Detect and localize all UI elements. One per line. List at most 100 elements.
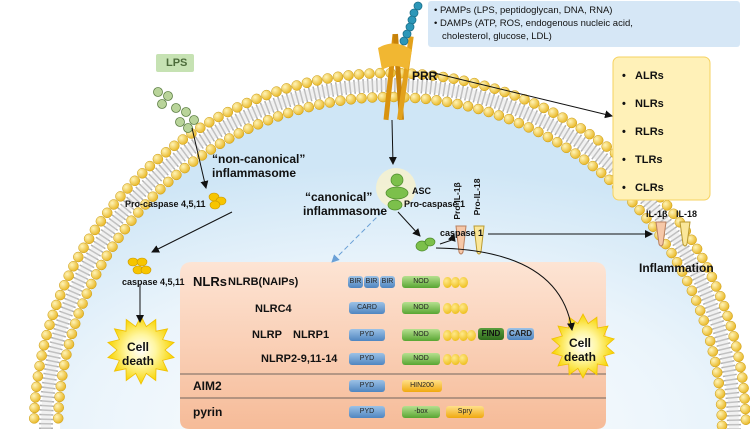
membrane-head: [671, 256, 683, 268]
canonical-label-2: inflammasome: [303, 204, 388, 218]
damps-text-2: cholesterol, glucose, LDL): [442, 31, 552, 42]
membrane-head: [343, 70, 354, 81]
pro-il1b-tube: [455, 225, 467, 255]
membrane-head: [722, 310, 733, 322]
membrane-head: [108, 199, 119, 210]
membrane-head: [437, 71, 449, 83]
membrane-head: [214, 138, 226, 150]
membrane-head: [169, 140, 180, 152]
membrane-head: [140, 199, 151, 210]
membrane-head: [322, 73, 333, 84]
membrane-head: [332, 71, 344, 83]
membrane-head: [513, 117, 525, 129]
membrane-head: [462, 101, 474, 112]
membrane-head: [733, 351, 744, 363]
cell-death-left-1: Cell: [127, 340, 150, 354]
prr-types-box: [612, 56, 711, 201]
membrane-head: [737, 372, 748, 383]
lps-badge: [156, 54, 194, 72]
membrane-head: [83, 233, 95, 245]
nlrb-label: NLRB(NAIPs): [228, 276, 299, 288]
membrane-head: [666, 247, 677, 259]
membrane-head: [716, 409, 727, 421]
membrane-head: [262, 114, 274, 126]
membrane-head: [738, 382, 749, 394]
membrane-head: [144, 160, 156, 172]
membrane-head: [155, 183, 166, 195]
membrane-head: [364, 68, 375, 79]
membrane-head: [86, 278, 97, 290]
il1b-label: IL-1β: [646, 209, 668, 219]
lrr-icon: [459, 277, 468, 288]
membrane-head: [716, 420, 728, 429]
prr-type-tlrs: • TLRs: [622, 154, 663, 166]
membrane-head: [324, 97, 336, 108]
membrane-head: [538, 102, 550, 114]
membrane-head: [53, 402, 64, 413]
domain-hin200: HIN200: [402, 380, 442, 392]
prr-receptor: [378, 33, 414, 121]
membrane-head: [697, 252, 708, 264]
il1b-tube: [655, 221, 667, 247]
membrane-head: [718, 300, 730, 312]
membrane-head: [725, 320, 737, 332]
domain-nod-nlrp1: NOD: [402, 329, 440, 341]
membrane-head: [213, 111, 224, 123]
canonical-label-1: “canonical”: [305, 190, 373, 204]
membrane-head: [89, 224, 101, 236]
membrane-head: [735, 361, 746, 373]
caspase-1-icon: [415, 237, 436, 252]
domain-pyd-pyrin: PYD: [349, 406, 385, 418]
membrane-head: [483, 106, 494, 118]
membrane-head: [293, 104, 304, 116]
membrane-head: [78, 242, 89, 254]
membrane-head: [31, 381, 42, 393]
membrane-head: [291, 80, 302, 91]
membrane-head: [707, 346, 719, 357]
membrane-head: [44, 319, 55, 331]
membrane-head: [301, 77, 313, 89]
membrane-head: [533, 126, 544, 138]
membrane-head: [222, 106, 234, 118]
domain-nod-nlrc4: NOD: [402, 302, 440, 314]
membrane-head: [101, 250, 113, 262]
membrane-head: [681, 275, 693, 287]
membrane-head: [704, 335, 716, 347]
membrane-head: [95, 216, 107, 227]
membrane-head: [47, 309, 59, 321]
membrane-head: [63, 270, 74, 281]
membrane-head: [196, 150, 208, 161]
membrane-head: [523, 122, 534, 133]
membrane-head: [303, 101, 315, 113]
pro-il18-label: Pro-IL-18: [472, 178, 482, 216]
lrr-icon: [451, 277, 460, 288]
membrane-head: [77, 298, 88, 309]
membrane-head: [54, 391, 65, 403]
membrane-head: [701, 262, 713, 273]
membrane-head: [566, 117, 578, 129]
membrane-head: [271, 86, 282, 97]
membrane-head: [147, 191, 159, 202]
membrane-head: [677, 266, 688, 277]
lrr-icon: [467, 330, 476, 341]
membrane-head: [420, 93, 432, 105]
nlrs-group-label: NLRs: [193, 274, 227, 289]
membrane-head: [34, 360, 45, 372]
membrane-head: [634, 204, 645, 216]
membrane-head: [314, 99, 325, 110]
arrow-prr-types: [429, 71, 613, 119]
pamps-damps-box: [428, 1, 740, 47]
nlrc4-label: NLRC4: [255, 303, 292, 315]
cell-death-burst-left: [107, 315, 175, 385]
membrane-head: [458, 75, 470, 87]
cell-death-left-2: death: [122, 354, 155, 368]
membrane-head: [261, 89, 272, 101]
pro-il1b-label: Pro-IL-1β: [452, 182, 462, 220]
membrane-head: [61, 349, 72, 360]
pamp-beads: [399, 1, 423, 46]
lrr-icon: [443, 354, 452, 365]
caspase-1-label: caspase 1: [440, 228, 484, 238]
arrow-lps-procaspase: [191, 127, 209, 189]
caspase-4511-label: caspase 4,5,11: [122, 277, 185, 287]
